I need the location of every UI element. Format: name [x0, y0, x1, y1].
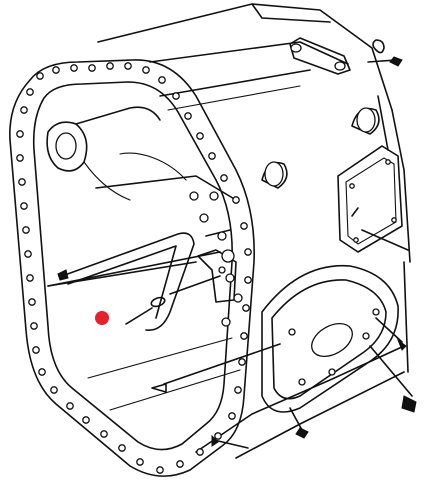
flange-bolt-holes [16, 62, 252, 474]
bolt-hole [242, 304, 250, 312]
bolt-hole [30, 322, 38, 330]
bolt-hole [240, 222, 248, 230]
bolt-hole [106, 62, 114, 70]
bolt-hole [142, 66, 150, 74]
bolt-hole [228, 412, 236, 420]
bolt-hole [118, 444, 126, 452]
stud [151, 383, 167, 393]
bolt-hole [232, 196, 240, 204]
bolt-hole [136, 458, 144, 466]
bolt-hole [196, 448, 204, 456]
bolt-hole [244, 276, 252, 284]
bolt-hole [82, 416, 90, 424]
bolt-hole [36, 72, 44, 80]
washer-top [372, 39, 385, 54]
plug [218, 266, 226, 274]
bolt-hole [244, 248, 252, 256]
bolt-hole [50, 386, 58, 394]
bolt-hole [16, 130, 24, 138]
bolt-top [389, 56, 403, 67]
bolt-hole [38, 368, 46, 376]
bolt-hole [52, 66, 60, 74]
pin [57, 269, 69, 281]
internal-shift-rail [61, 191, 243, 331]
housing-bosses [261, 37, 403, 253]
bolt-hole [196, 132, 204, 140]
bolt-hole [184, 112, 192, 120]
bottom-cover-plate [261, 264, 399, 413]
bolt-hole [240, 332, 248, 340]
o-ring [150, 296, 166, 308]
bolt-hole [18, 178, 26, 186]
bolt-hole [234, 386, 242, 394]
bolt-bottom [295, 427, 309, 439]
bolt-hole [26, 88, 34, 96]
bolt-hole [26, 274, 34, 282]
bolt-hole [124, 62, 132, 70]
bolt-hole [208, 152, 216, 160]
bolt-hole [158, 76, 166, 84]
highlight-marker [95, 311, 109, 325]
bolt-hole [70, 64, 78, 72]
bolt-hole [66, 402, 74, 410]
bolt-hole [172, 92, 180, 100]
bolt-flange [211, 434, 219, 447]
bolt-hole [88, 64, 96, 72]
bolt-hole [32, 346, 40, 354]
bolt-bottom-right [401, 395, 417, 413]
bolt-hole [100, 430, 108, 438]
fasteners [57, 39, 417, 447]
bolt-hole [214, 432, 222, 440]
bolt-hole [16, 154, 24, 162]
housing-body [87, 3, 411, 459]
front-flange [9, 59, 255, 477]
bolt-hole [20, 202, 28, 210]
bolt-hole [22, 226, 30, 234]
bolt-hole [220, 174, 228, 182]
bolt-hole [156, 466, 164, 474]
bolt-cover [396, 338, 407, 351]
bolt-hole [24, 250, 32, 258]
bolt-hole [238, 358, 246, 366]
bolt-hole [176, 460, 184, 468]
bolt-hole [20, 106, 28, 114]
bolt-hole [28, 298, 36, 306]
